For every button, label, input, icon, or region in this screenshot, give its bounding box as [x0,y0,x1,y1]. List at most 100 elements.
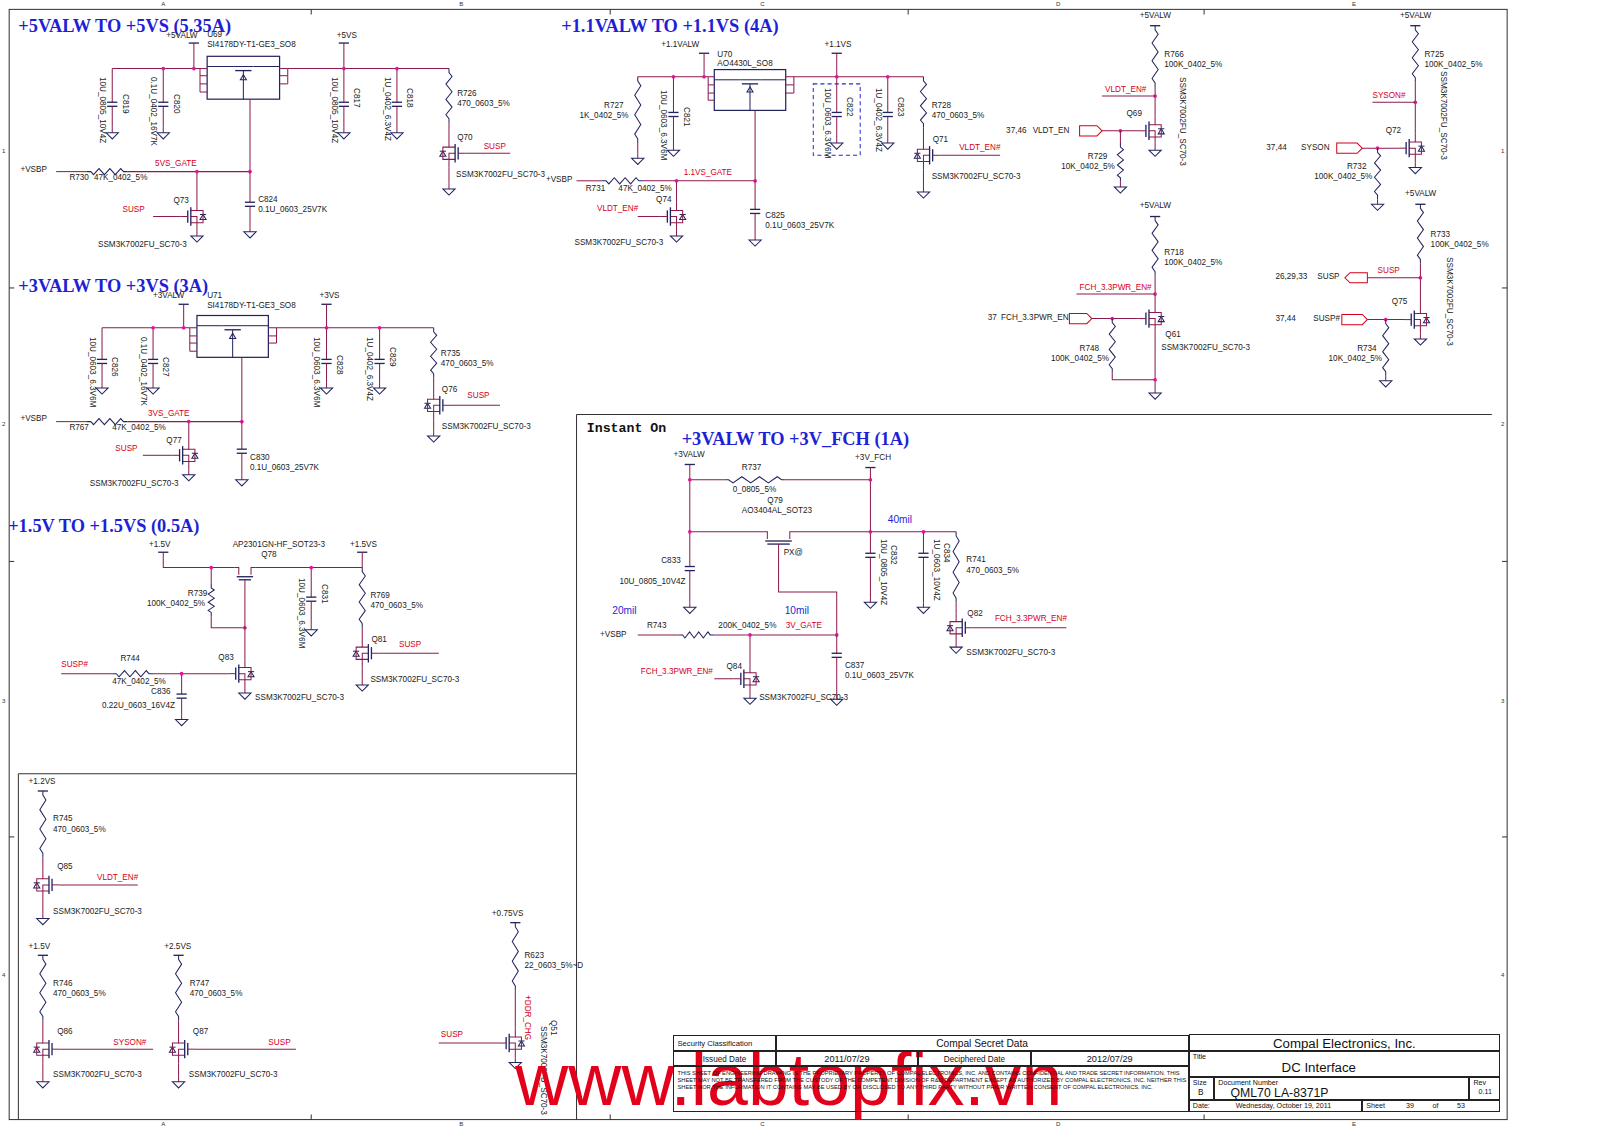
region-line [18,773,576,774]
title-block-cell: Deciphered Date [918,1051,1030,1066]
wire [836,117,837,138]
wire [37,879,43,891]
wire [755,235,756,240]
signal-name: 1.1VS_GATE [684,169,732,177]
mosfet-channel [48,1040,49,1058]
dashed-box [813,84,860,155]
wire [153,673,229,674]
wire [638,634,679,635]
grid-reference: 3 [2,698,5,704]
wire [241,475,242,480]
wire [235,568,239,575]
wire [102,363,103,382]
grid-reference: 1 [1501,148,1504,154]
wire [280,75,288,76]
part-value: 0.1U_0402_16V7K [149,77,157,146]
part-label: C825 [765,212,785,220]
part-label: Q74 [656,196,671,204]
grid-tick [311,1114,312,1119]
wire [379,653,439,654]
wire [326,383,327,388]
resistor-symbol [920,77,926,128]
mosfet-channel [509,1034,510,1052]
part-value: 1U_0402_6.3V4Z [873,88,881,152]
wire [1362,148,1399,149]
wire [744,679,750,685]
title-block-text: Document Number [1218,1080,1278,1087]
part-label: +1.1VS [824,41,851,49]
junction-dot [672,75,676,79]
title-block-cell: Sheet39of53 [1362,1100,1500,1112]
wire [744,685,750,693]
part-value: 10U_0805_10V4Z [330,77,338,143]
wire [690,531,763,532]
junction-dot [702,75,706,79]
junction-dot [151,326,155,330]
mosfet-gate-lead [52,1049,59,1050]
part-value: C818 [405,88,413,108]
wire [396,128,397,133]
ic-mosfet [254,66,280,67]
wire [43,1055,49,1063]
wire [362,639,368,647]
part-label: 0.1U_0603_25V7K [258,206,327,214]
junction-dot [195,170,199,174]
wire [42,1021,43,1035]
wire [714,678,733,679]
wire [449,153,455,159]
wire [1155,276,1156,305]
junction-dot [675,179,679,183]
wire [637,143,638,153]
wire [786,479,871,480]
part-value: 1U_0402_6.3V4Z [365,337,373,401]
part-label: 10K_0402_5% [1061,163,1115,171]
part-label: R743 [647,622,667,630]
mosfet-channel [1148,309,1149,327]
ic-mosfet [207,66,233,67]
capacitor-plate [339,102,349,103]
part-label: 100K_0402_5% [147,600,205,608]
junction-dot [161,67,165,71]
wire [244,580,245,660]
grid-tick [9,561,14,562]
resistor-symbol [208,584,214,617]
grid-tick [1502,561,1507,562]
part-label: PX@ [784,549,803,557]
ground-symbol [428,436,440,442]
part-label: FCH_3.3PWR_EN [1001,314,1069,322]
wire [1420,334,1421,339]
wire [241,422,242,450]
wire [690,479,725,480]
part-label: 200K_0402_5% [718,622,776,630]
wire [197,210,203,222]
wire [200,68,207,69]
wire [956,613,962,621]
resistor-symbol [176,955,182,1020]
mosfet-gate-lead [933,155,940,156]
resistor-symbol [635,77,641,143]
grid-reference: C [760,1121,764,1127]
mosfet-channel [1409,139,1410,157]
part-label: C833 [661,557,681,565]
wire [288,68,449,69]
part-value: C817 [352,88,360,108]
mosfet-gate-lead [181,216,188,217]
mosfet-gate-lead [1404,319,1411,320]
wire [433,378,434,391]
ground-symbol [183,475,195,481]
mosfet-channel [238,664,239,682]
wire [183,455,189,461]
region-line [576,414,577,1119]
wire [191,217,197,223]
wire [239,680,245,688]
wire [923,155,929,161]
title-block-text: 0.11 [1479,1089,1492,1096]
junction-dot [182,326,186,330]
junction-dot [835,75,839,79]
wire [870,557,871,597]
title-block-text: Date: [1193,1103,1210,1110]
wire [750,673,756,685]
signal-name: VLDT_EN# [1105,86,1146,94]
wire [112,69,113,103]
part-label: 22_0603_5%~D [524,962,583,970]
